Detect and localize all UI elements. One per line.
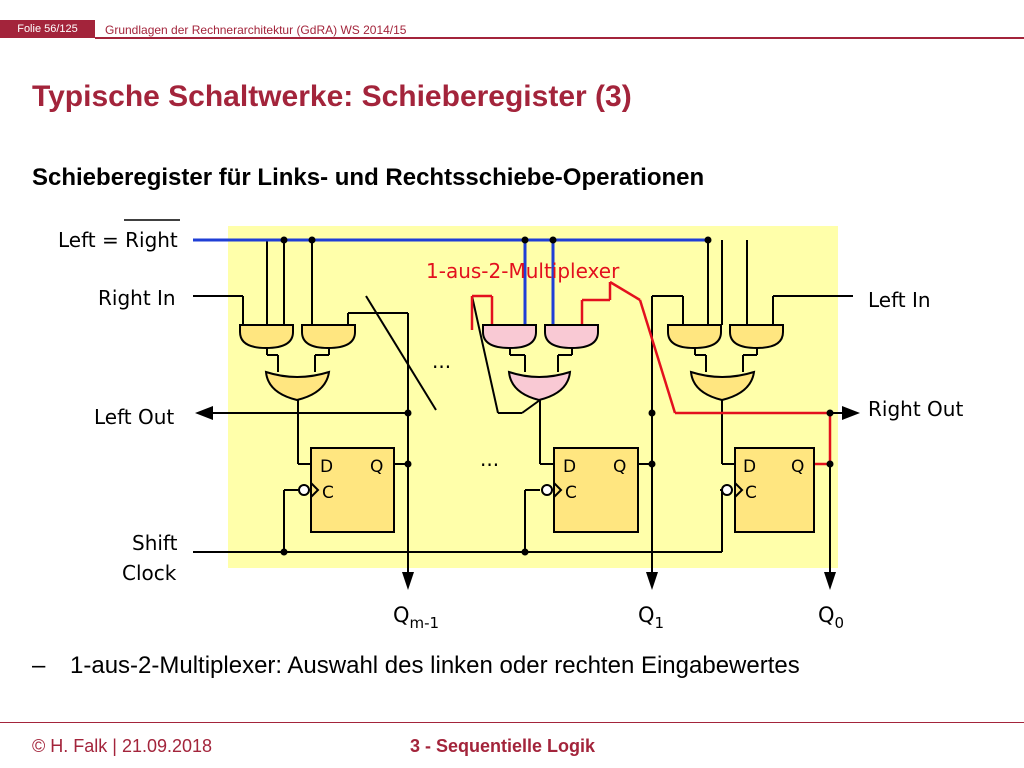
ellipsis-top: ... bbox=[432, 349, 451, 373]
label-right-in: Right In bbox=[98, 286, 176, 310]
ff-label-c: C bbox=[322, 483, 334, 503]
ellipsis-bottom: ... bbox=[480, 447, 499, 471]
output-q0: Q0 bbox=[818, 603, 844, 632]
shift-register-diagram: Left = Right Right In Left Out Shift Clo… bbox=[58, 219, 963, 632]
output-q1: Q1 bbox=[638, 603, 664, 632]
label-shift: Shift bbox=[132, 531, 178, 555]
footer-chapter: 3 - Sequentielle Logik bbox=[410, 736, 596, 756]
ff-label-q: Q bbox=[370, 457, 383, 477]
course-title: Grundlagen der Rechnerarchitektur (GdRA)… bbox=[105, 23, 407, 37]
footer-divider bbox=[0, 722, 1024, 723]
ff-label-d: D bbox=[563, 457, 576, 477]
label-mux: 1-aus-2-Multiplexer bbox=[426, 259, 620, 283]
header-divider bbox=[95, 37, 1024, 39]
slide-number: Folie 56/125 bbox=[0, 20, 95, 38]
ff-label-q: Q bbox=[791, 457, 804, 477]
label-left-in: Left In bbox=[868, 288, 931, 312]
output-qm1: Qm-1 bbox=[393, 603, 439, 632]
ff-label-d: D bbox=[743, 457, 756, 477]
bullet-item: –1-aus-2-Multiplexer: Auswahl des linken… bbox=[32, 652, 800, 680]
bullet-text: 1-aus-2-Multiplexer: Auswahl des linken … bbox=[70, 652, 800, 679]
ff-label-q: Q bbox=[613, 457, 626, 477]
footer-author: © H. Falk | 21.09.2018 bbox=[32, 736, 213, 756]
ff-label-c: C bbox=[565, 483, 577, 503]
label-left-equals-right: Left = Right bbox=[58, 228, 178, 252]
slide-subtitle: Schieberegister für Links- und Rechtssch… bbox=[32, 164, 705, 191]
slide-title: Typische Schaltwerke: Schieberegister (3… bbox=[32, 80, 632, 113]
label-clock: Clock bbox=[122, 561, 177, 585]
bullet-dash: – bbox=[32, 652, 46, 679]
label-right-out: Right Out bbox=[868, 397, 963, 421]
ff-label-c: C bbox=[745, 483, 757, 503]
label-left-out: Left Out bbox=[94, 405, 174, 429]
ff-label-d: D bbox=[320, 457, 333, 477]
